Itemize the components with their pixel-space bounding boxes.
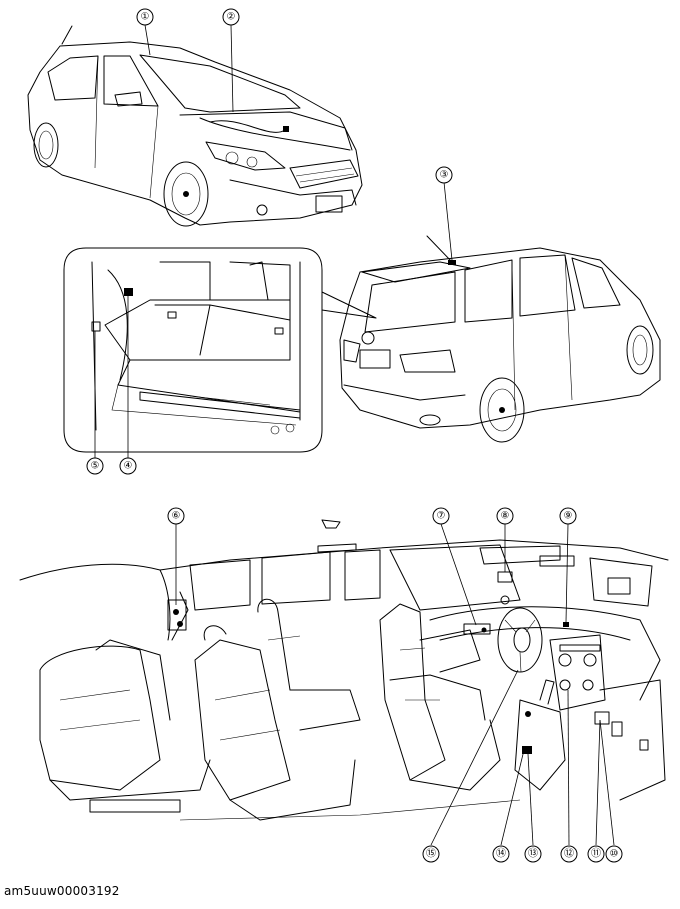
callout-7-label: ⑦ <box>437 511 446 522</box>
callout-7: ⑦ <box>432 507 450 525</box>
rear-view-car <box>339 235 661 443</box>
callout-3-label: ③ <box>440 170 449 181</box>
callout-12: ⑫ <box>560 845 578 863</box>
callout-5: ⑤ <box>86 457 104 475</box>
callout-15: ⑮ <box>422 845 440 863</box>
callout-10: ⑩ <box>605 845 623 863</box>
callout-12-label: ⑫ <box>564 848 574 860</box>
callout-14-label: ⑭ <box>496 848 506 860</box>
callout-3: ③ <box>435 166 453 184</box>
callout-11: ⑪ <box>587 845 605 863</box>
callout-11-label: ⑪ <box>591 848 601 860</box>
callout-14: ⑭ <box>492 845 510 863</box>
callout-4-label: ④ <box>124 461 133 472</box>
cargo-area-inset <box>63 247 377 453</box>
callout-5-label: ⑤ <box>91 461 100 472</box>
callout-8: ⑧ <box>496 507 514 525</box>
callout-6: ⑥ <box>167 507 185 525</box>
callout-13: ⑬ <box>524 845 542 863</box>
callout-2-label: ② <box>227 12 236 23</box>
figure-id-caption: am5uuw00003192 <box>4 884 120 898</box>
front-view-car <box>27 25 363 227</box>
callout-9-label: ⑨ <box>564 511 573 522</box>
interior-cutaway <box>19 519 669 821</box>
callout-4: ④ <box>119 457 137 475</box>
callout-13-label: ⑬ <box>528 848 538 860</box>
callout-1-label: ① <box>141 12 150 23</box>
callout-8-label: ⑧ <box>501 511 510 522</box>
leader-lines <box>94 24 615 846</box>
callout-6-label: ⑥ <box>172 511 181 522</box>
callout-15-label: ⑮ <box>426 848 436 860</box>
callout-10-label: ⑩ <box>610 849 619 860</box>
callout-9: ⑨ <box>559 507 577 525</box>
callout-1: ① <box>136 8 154 26</box>
callout-2: ② <box>222 8 240 26</box>
